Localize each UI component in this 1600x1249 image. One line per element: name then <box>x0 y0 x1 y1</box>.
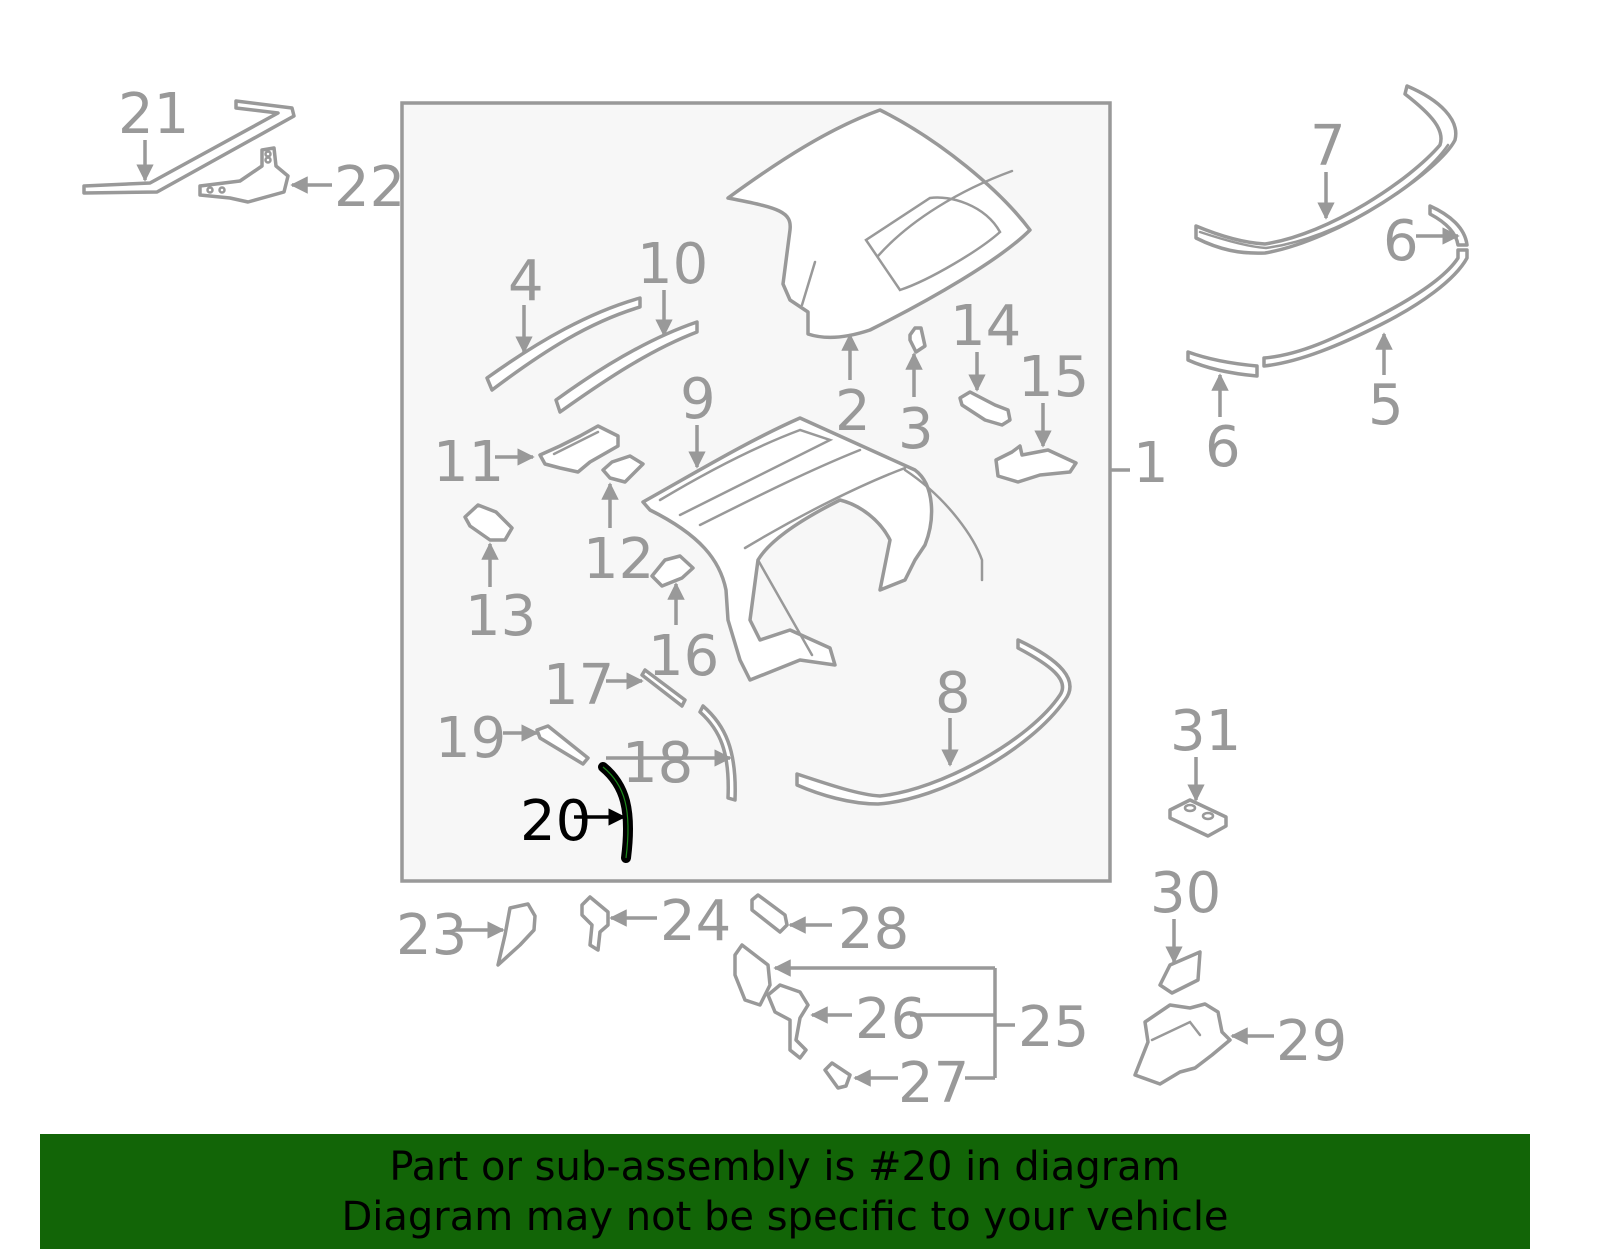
part-23-clip[interactable] <box>496 902 537 967</box>
part-3-clip[interactable] <box>908 326 927 354</box>
part-19-strip[interactable] <box>535 724 590 766</box>
callout-8[interactable]: 8 <box>935 661 971 726</box>
callout-12-upper[interactable]: 12 <box>583 527 654 592</box>
bracket-25 <box>993 968 1015 1078</box>
banner-line-1: Part or sub-assembly is #20 in diagram <box>389 1144 1181 1190</box>
part-24-clip[interactable] <box>580 895 610 952</box>
part-8-rear-seal[interactable] <box>795 638 1072 806</box>
callout-22[interactable]: 22 <box>334 155 405 220</box>
part-31-plate[interactable] <box>1168 798 1228 838</box>
part-14-pad[interactable] <box>958 390 1012 427</box>
part-16-block[interactable] <box>650 554 695 588</box>
part-9-frame[interactable] <box>641 416 984 682</box>
part-25-assembly[interactable] <box>733 943 852 1090</box>
part-6-seal-upper[interactable] <box>1428 204 1469 247</box>
callout-2[interactable]: 2 <box>835 379 871 444</box>
callout-11[interactable]: 11 <box>433 430 504 495</box>
callout-1[interactable]: 1 <box>1133 431 1169 496</box>
callout-17[interactable]: 17 <box>543 653 614 718</box>
part-17-strip[interactable] <box>640 668 687 708</box>
callout-13[interactable]: 13 <box>465 584 536 649</box>
callout-4[interactable]: 4 <box>508 249 544 314</box>
part-13-block[interactable] <box>463 503 514 542</box>
callout-10[interactable]: 10 <box>637 232 708 297</box>
callout-25[interactable]: 25 <box>1018 995 1089 1060</box>
callout-31[interactable]: 31 <box>1170 699 1241 764</box>
callout-20[interactable]: 20 <box>520 789 591 854</box>
parts-diagram: 1 21 22 2 3 4 10 14 <box>82 82 1469 1110</box>
part-29-bracket[interactable] <box>1133 1002 1232 1086</box>
part-12-clip-upper[interactable] <box>601 454 645 484</box>
callout-16[interactable]: 16 <box>648 624 719 689</box>
callout-24[interactable]: 24 <box>660 889 731 954</box>
callout-23[interactable]: 23 <box>396 903 467 968</box>
callout-7[interactable]: 7 <box>1310 114 1346 179</box>
part-21-rail[interactable] <box>82 99 296 195</box>
callout-3[interactable]: 3 <box>898 397 934 462</box>
callout-14[interactable]: 14 <box>950 294 1021 359</box>
callout-21[interactable]: 21 <box>118 82 189 147</box>
callout-6-lower[interactable]: 6 <box>1205 415 1241 480</box>
callout-5[interactable]: 5 <box>1368 373 1404 438</box>
part-15-bracket[interactable] <box>994 444 1078 484</box>
part-7-rail[interactable] <box>1194 84 1458 255</box>
callout-15[interactable]: 15 <box>1018 345 1089 410</box>
part-4-strip[interactable] <box>485 296 642 392</box>
callout-6-upper[interactable]: 6 <box>1383 209 1419 274</box>
part-28-clip[interactable] <box>750 893 789 934</box>
info-banner: Part or sub-assembly is #20 in diagram D… <box>40 1134 1530 1249</box>
callout-19[interactable]: 19 <box>435 706 506 771</box>
callout-27[interactable]: 27 <box>898 1051 969 1110</box>
part-30-piece[interactable] <box>1158 950 1202 995</box>
callout-18[interactable]: 18 <box>622 731 693 796</box>
part-11-bracket[interactable] <box>538 424 620 474</box>
part-20-seal-highlighted[interactable] <box>598 762 633 863</box>
part-2-top-cover[interactable] <box>726 108 1032 340</box>
part-22-hinge-bracket[interactable] <box>198 146 290 204</box>
callout-9[interactable]: 9 <box>680 367 716 432</box>
part-10-strip[interactable] <box>554 320 699 414</box>
callout-28[interactable]: 28 <box>838 897 909 962</box>
part-6-seal-lower[interactable] <box>1186 350 1259 378</box>
part-5-seal[interactable] <box>1262 248 1469 368</box>
callout-29[interactable]: 29 <box>1276 1009 1347 1074</box>
callout-30[interactable]: 30 <box>1150 861 1221 926</box>
banner-line-2: Diagram may not be specific to your vehi… <box>341 1194 1229 1240</box>
callout-26[interactable]: 26 <box>855 987 926 1052</box>
